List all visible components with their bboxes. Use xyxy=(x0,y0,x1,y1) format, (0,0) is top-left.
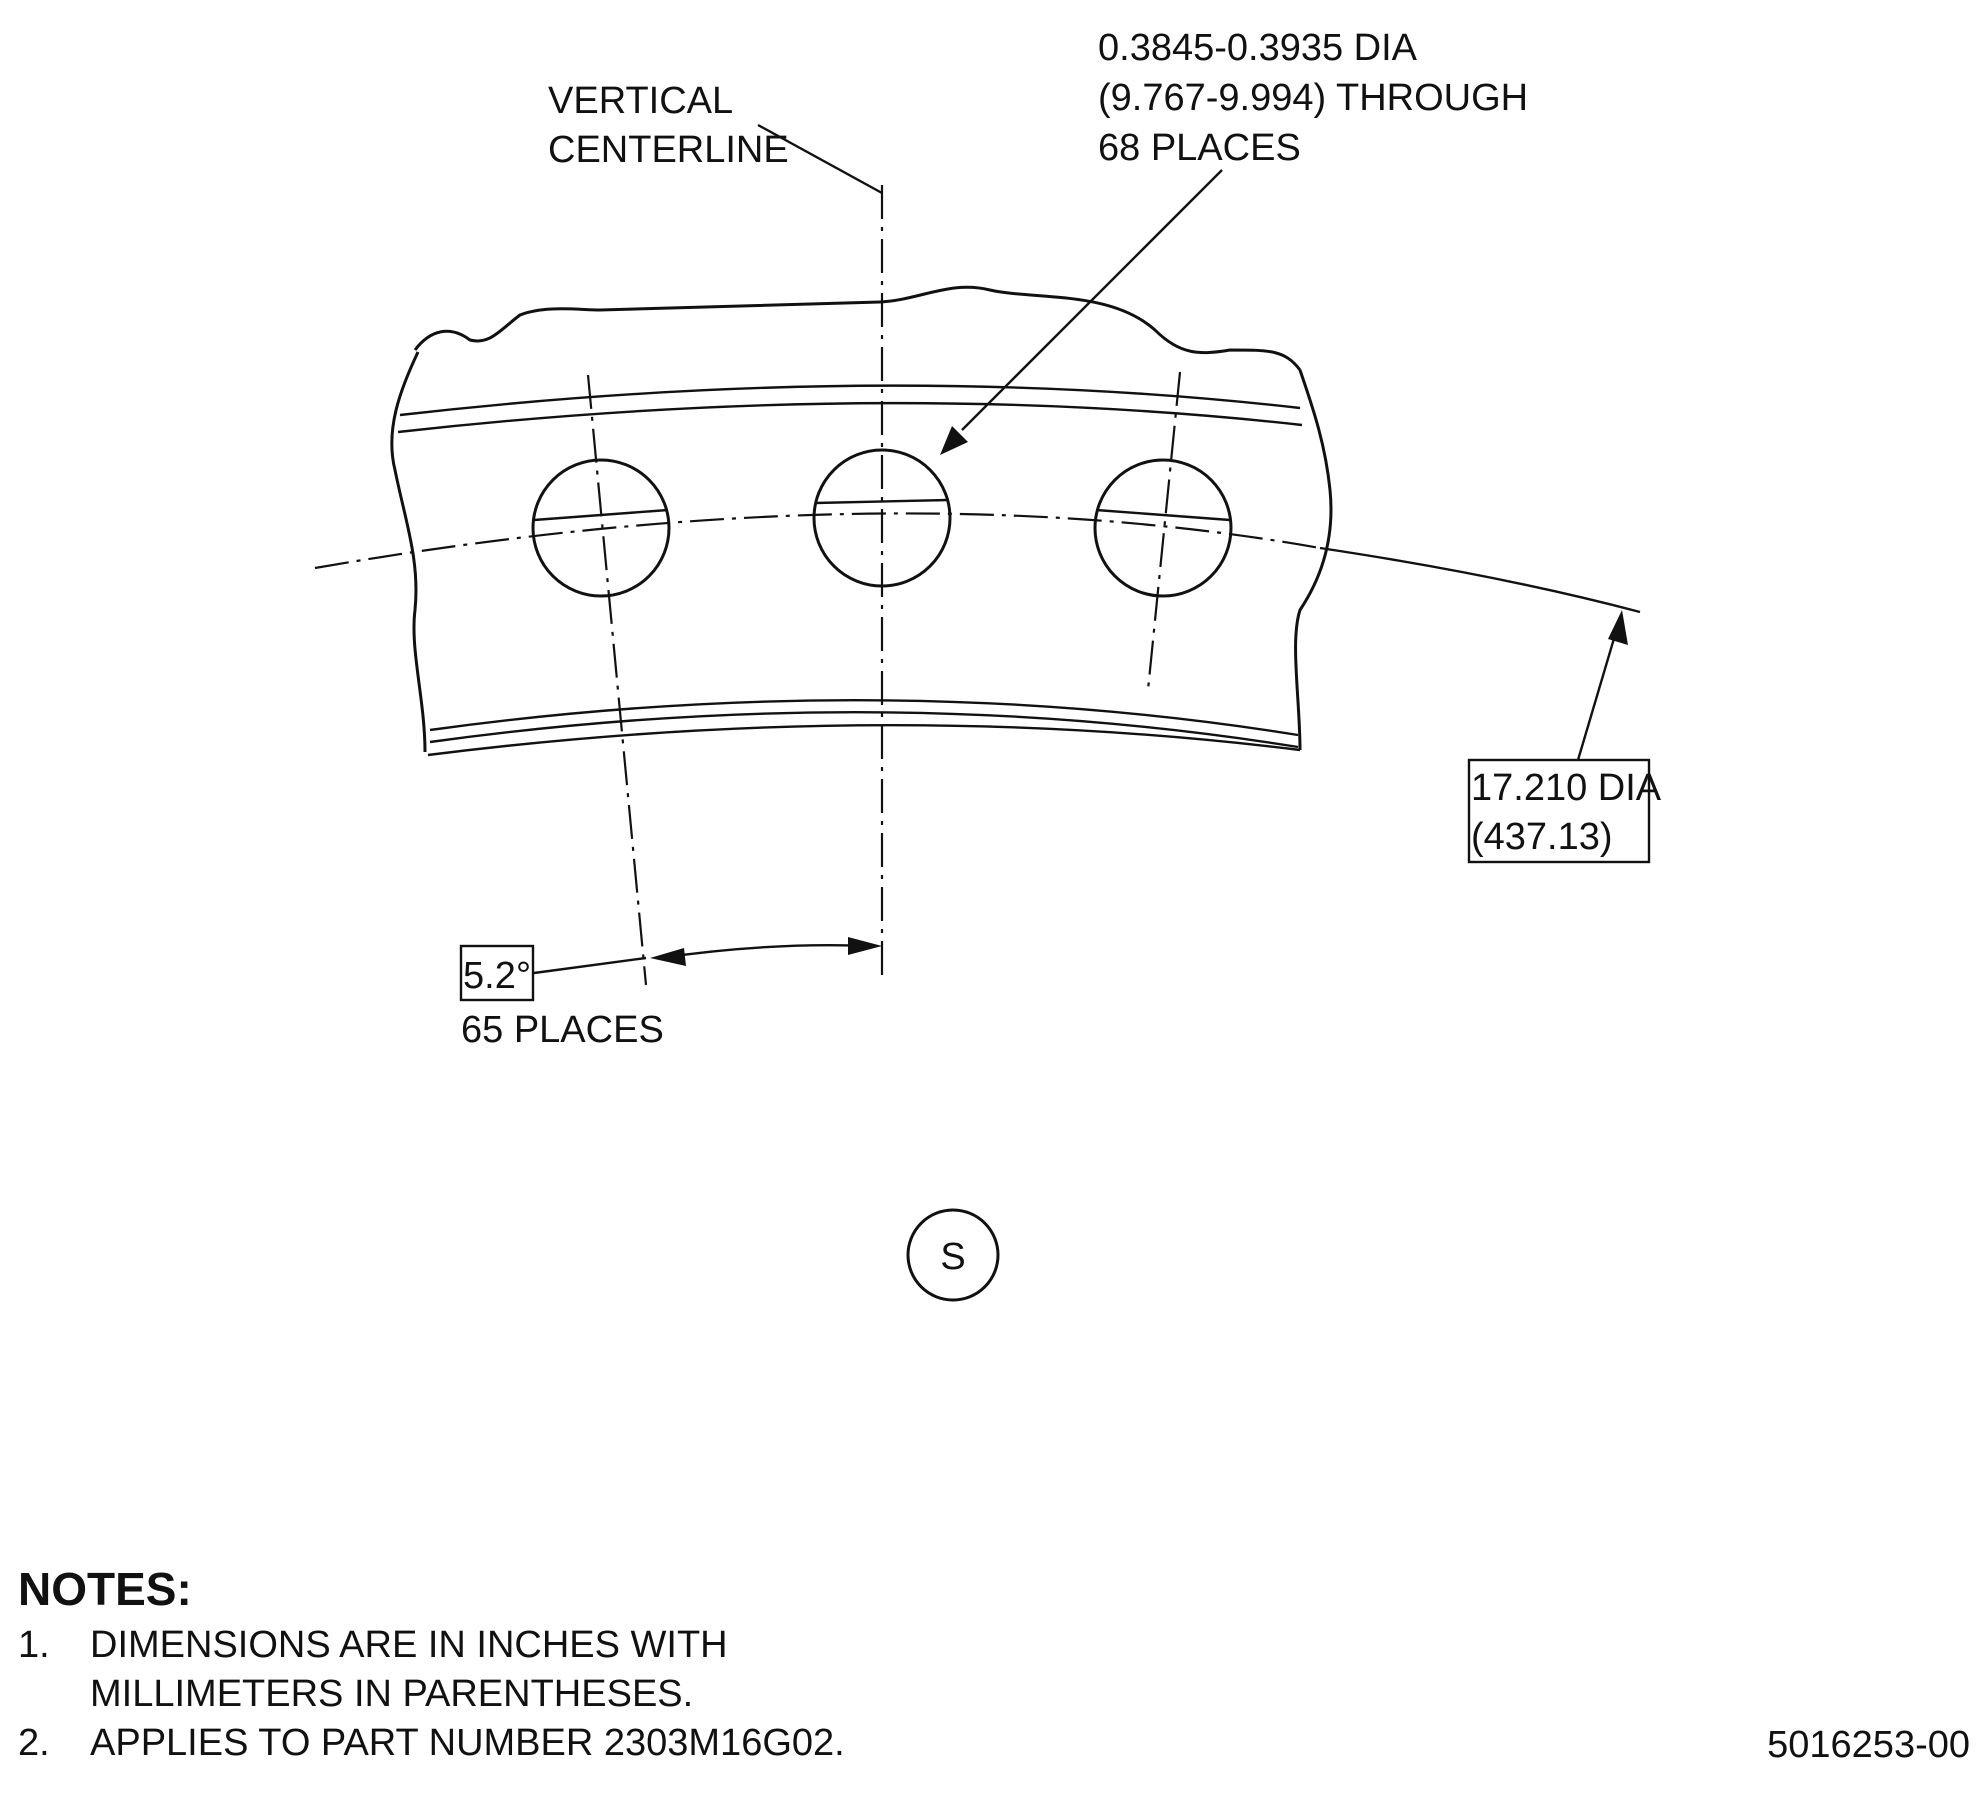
label-hole-dia-2: (9.767-9.994) THROUGH xyxy=(1098,77,1528,119)
note-1-line-1: DIMENSIONS ARE IN INCHES WITH xyxy=(90,1624,728,1666)
box-angle xyxy=(459,944,535,1002)
leader-angle xyxy=(533,956,647,975)
flange-outer-edge-2 xyxy=(397,401,1303,434)
part-break-outline xyxy=(390,285,1333,753)
label-hole-dia-3: 68 PLACES xyxy=(1098,127,1301,169)
box-bolt-circle-dia xyxy=(1467,758,1651,864)
arrowhead-angle-left xyxy=(650,948,686,966)
bolt-circle-extension xyxy=(1319,546,1641,614)
flange-outer-edge xyxy=(399,384,1301,417)
radial-centerline-right xyxy=(1146,371,1182,691)
angle-dimension-arc xyxy=(659,944,871,960)
flange-inner-edge-3 xyxy=(427,724,1301,757)
arrowhead-bolt-circle xyxy=(1608,610,1628,645)
view-identifier-letter: S xyxy=(940,1236,965,1278)
leader-vertical-centerline xyxy=(757,123,883,195)
leader-hole-dia xyxy=(961,169,1223,431)
leader-bolt-circle xyxy=(1576,624,1620,761)
notes-title: NOTES: xyxy=(18,1563,192,1615)
flange-inner-edge xyxy=(429,699,1299,737)
note-1-number: 1. xyxy=(18,1624,50,1666)
label-vertical-centerline-2: CENTERLINE xyxy=(548,129,789,171)
label-hole-dia-1: 0.3845-0.3935 DIA xyxy=(1098,27,1418,69)
arrowhead-angle-right xyxy=(848,937,882,955)
note-2-line-1: APPLIES TO PART NUMBER 2303M16G02. xyxy=(90,1722,845,1764)
note-1-line-2: MILLIMETERS IN PARENTHESES. xyxy=(90,1673,693,1715)
radial-centerline-left xyxy=(586,374,648,986)
label-bolt-circle-dia: 17.210 DIA xyxy=(1471,767,1662,809)
label-bolt-circle-mm: (437.13) xyxy=(1471,816,1613,858)
label-angle-value: 5.2° xyxy=(463,955,531,997)
flange-inner-edge-2 xyxy=(429,711,1299,749)
view-identifier-circle xyxy=(906,1208,1000,1302)
arrowhead-hole-dia xyxy=(940,426,968,455)
hole-right xyxy=(1093,458,1233,598)
note-2-number: 2. xyxy=(18,1722,50,1764)
hole-center xyxy=(812,448,952,588)
hole-left xyxy=(531,458,671,598)
bolt-circle-centerline xyxy=(314,512,1321,570)
label-vertical-centerline-1: VERTICAL xyxy=(548,80,733,122)
label-angle-places: 65 PLACES xyxy=(461,1009,664,1051)
drawing-number: 5016253-00 xyxy=(1767,1724,1970,1766)
